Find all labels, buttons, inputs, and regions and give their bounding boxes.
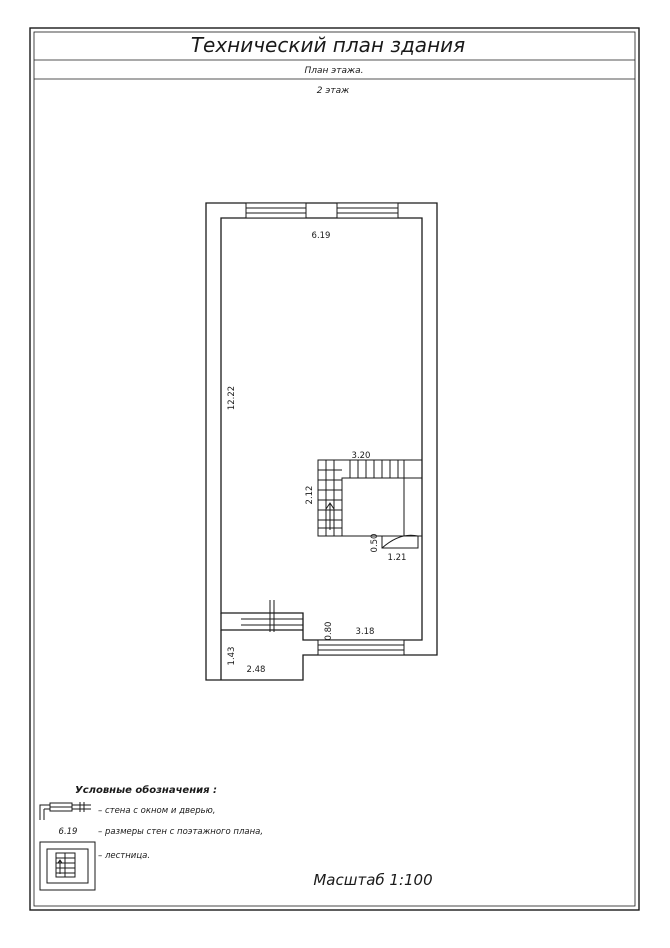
top-windows	[245, 202, 399, 219]
legend-dimension-sample: 6.19	[59, 827, 78, 837]
dim-left-height: 12.22	[227, 386, 237, 410]
scale-label: Масштаб 1:100	[313, 871, 432, 889]
floor-label: 2 этаж	[317, 86, 350, 96]
dim-landing-width: 1.21	[388, 553, 407, 563]
dim-stair-width: 3.20	[352, 451, 371, 461]
dim-top-width: 6.19	[312, 231, 331, 241]
sheet-frame	[29, 27, 640, 911]
staircase	[317, 459, 423, 549]
floor-plan: 6.19 12.22 3.20 2.12 0.50 1.21 3.18 0.80…	[205, 202, 438, 681]
stairs-icon	[39, 841, 96, 891]
annex-door	[241, 600, 303, 632]
legend-item-stairs-text: – лестница.	[98, 851, 150, 861]
dim-annex-width: 2.48	[247, 665, 266, 675]
legend-item-dimensions-text: – размеры стен с поэтажного плана,	[98, 827, 263, 837]
plan-title: Технический план здания	[191, 33, 465, 57]
legend-item-wall-text: – стена с окном и дверью,	[98, 806, 215, 816]
bottom-window	[317, 639, 405, 656]
dim-annex-depth: 1.43	[227, 647, 237, 666]
dim-bottom-right-depth: 0.80	[324, 622, 334, 641]
dim-bottom-right-width: 3.18	[356, 627, 375, 637]
building-walls	[205, 202, 438, 681]
dim-stair-depth: 2.12	[305, 486, 315, 505]
wall-window-door-icon	[39, 802, 91, 820]
plan-subtitle: План этажа.	[305, 66, 364, 76]
plan-dimensions: 6.19 12.22 3.20 2.12 0.50 1.21 3.18 0.80…	[227, 231, 406, 675]
legend: Условные обозначения : – стена с окном и…	[39, 784, 263, 891]
legend-heading: Условные обозначения :	[75, 784, 217, 796]
dim-landing-depth: 0.50	[370, 534, 380, 553]
